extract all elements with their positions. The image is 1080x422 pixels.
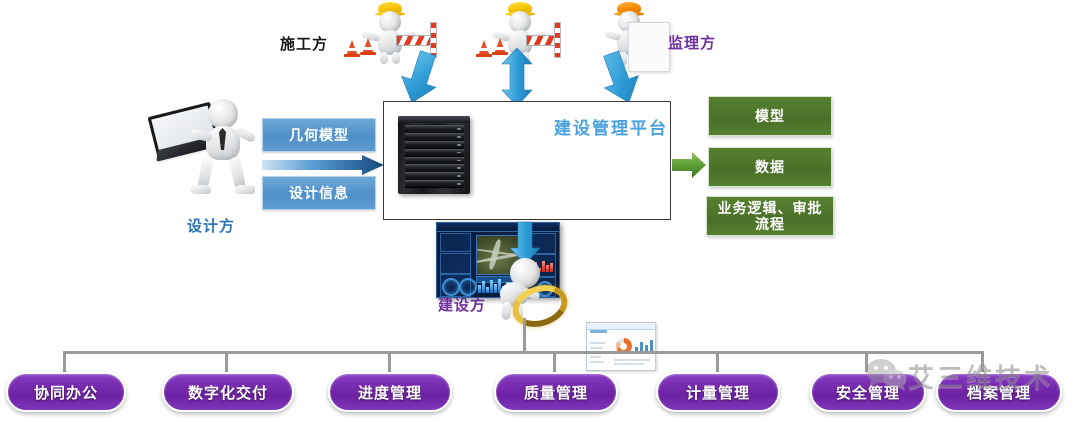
connector-drop-1 [63,351,66,373]
figure-leg-right [392,52,400,64]
figure-head [509,11,531,33]
connector-drop-5 [716,351,719,373]
input-box-geometric-model[interactable]: 几何模型 [262,118,376,152]
figure-leg-left [619,52,627,66]
server-rack-icon [398,116,470,194]
rack-top-panel [398,116,470,124]
figure-designer [147,95,260,205]
module-button-digital-delivery[interactable]: 数字化交付 [162,372,294,412]
report-text-line [614,363,645,366]
figure-leg-left [380,52,388,64]
module-button-quality-management[interactable]: 质量管理 [494,372,618,412]
watermark-text: 艾三维技术 [908,363,1054,393]
traffic-cone-band [495,47,504,50]
figure-arm-left [604,29,622,42]
report-header [587,323,655,331]
dashboard-panel-left-mid [440,252,472,274]
figure-supervisor [595,2,675,72]
figure-owner [492,258,573,334]
traffic-cone-icon [492,38,508,55]
report-text-line [590,341,606,344]
clipboard-icon [628,22,670,72]
report-page-screenshot [586,322,656,371]
label-owner-party: 建设方 [438,297,487,314]
dashboard-gauge [459,277,477,296]
output-box-data[interactable]: 数据 [708,147,832,187]
connector-drop-2 [225,351,228,373]
barrier-post-icon [554,22,561,58]
module-button-collaborative-office[interactable]: 协同办公 [6,372,126,412]
connector-horizontal-bus [63,351,984,354]
report-text-line [590,346,603,349]
connector-drop-3 [388,351,391,373]
necktie-icon [219,128,226,150]
connector-owner-stem [523,318,526,352]
dashboard-gauge [537,280,553,297]
module-button-safety-management[interactable]: 安全管理 [810,372,926,412]
figure-head [379,11,401,33]
arrow-design-to-platform [262,155,384,175]
arrow-platform-to-outputs [672,152,706,178]
traffic-cone-band [347,48,356,51]
report-text-line [614,358,650,361]
connector-drop-7 [981,351,984,373]
connector-drop-4 [553,351,556,373]
traffic-cone-band [479,48,488,51]
platform-title: 建设管理平台 [554,119,668,138]
dashboard-panel-left-top [440,232,472,253]
dashboard-titlebar [437,223,559,233]
connector-drop-6 [865,351,868,373]
label-construction-party: 施工方 [280,36,329,53]
label-design-party: 设计方 [187,218,236,235]
rack-blade [405,179,465,189]
output-box-business-logic[interactable]: 业务逻辑、审批流程 [706,196,834,236]
report-text-line [590,360,604,363]
module-button-measurement-management[interactable]: 计量管理 [656,372,780,412]
report-donut-chart [615,338,632,355]
input-box-design-information[interactable]: 设计信息 [262,176,376,210]
arrow-supervision-to-platform [603,50,639,103]
figure-foot-left [191,185,211,194]
label-supervision-party: 监理方 [668,35,717,52]
figure-head [208,99,238,129]
report-text-line [590,355,602,358]
figure-leg-left [501,301,512,321]
module-button-progress-management[interactable]: 进度管理 [328,372,452,412]
output-box-model[interactable]: 模型 [708,96,832,136]
figure-construction-worker-1 [340,2,437,64]
traffic-cone-icon [360,38,376,55]
report-active-tab [589,330,608,334]
arrow-platform-to-owner [509,221,541,265]
arrow-construction-to-platform-1 [401,50,437,104]
traffic-cone-band [363,47,372,50]
module-button-archive-management[interactable]: 档案管理 [936,372,1062,412]
wechat-logo-icon [865,358,907,392]
platform-container: 建设管理平台 [383,101,671,371]
figure-construction-worker-2 [470,2,566,64]
report-bar-chart [634,339,653,353]
arrow-construction-to-platform-2 [501,47,533,107]
figure-foot-right [235,185,255,194]
